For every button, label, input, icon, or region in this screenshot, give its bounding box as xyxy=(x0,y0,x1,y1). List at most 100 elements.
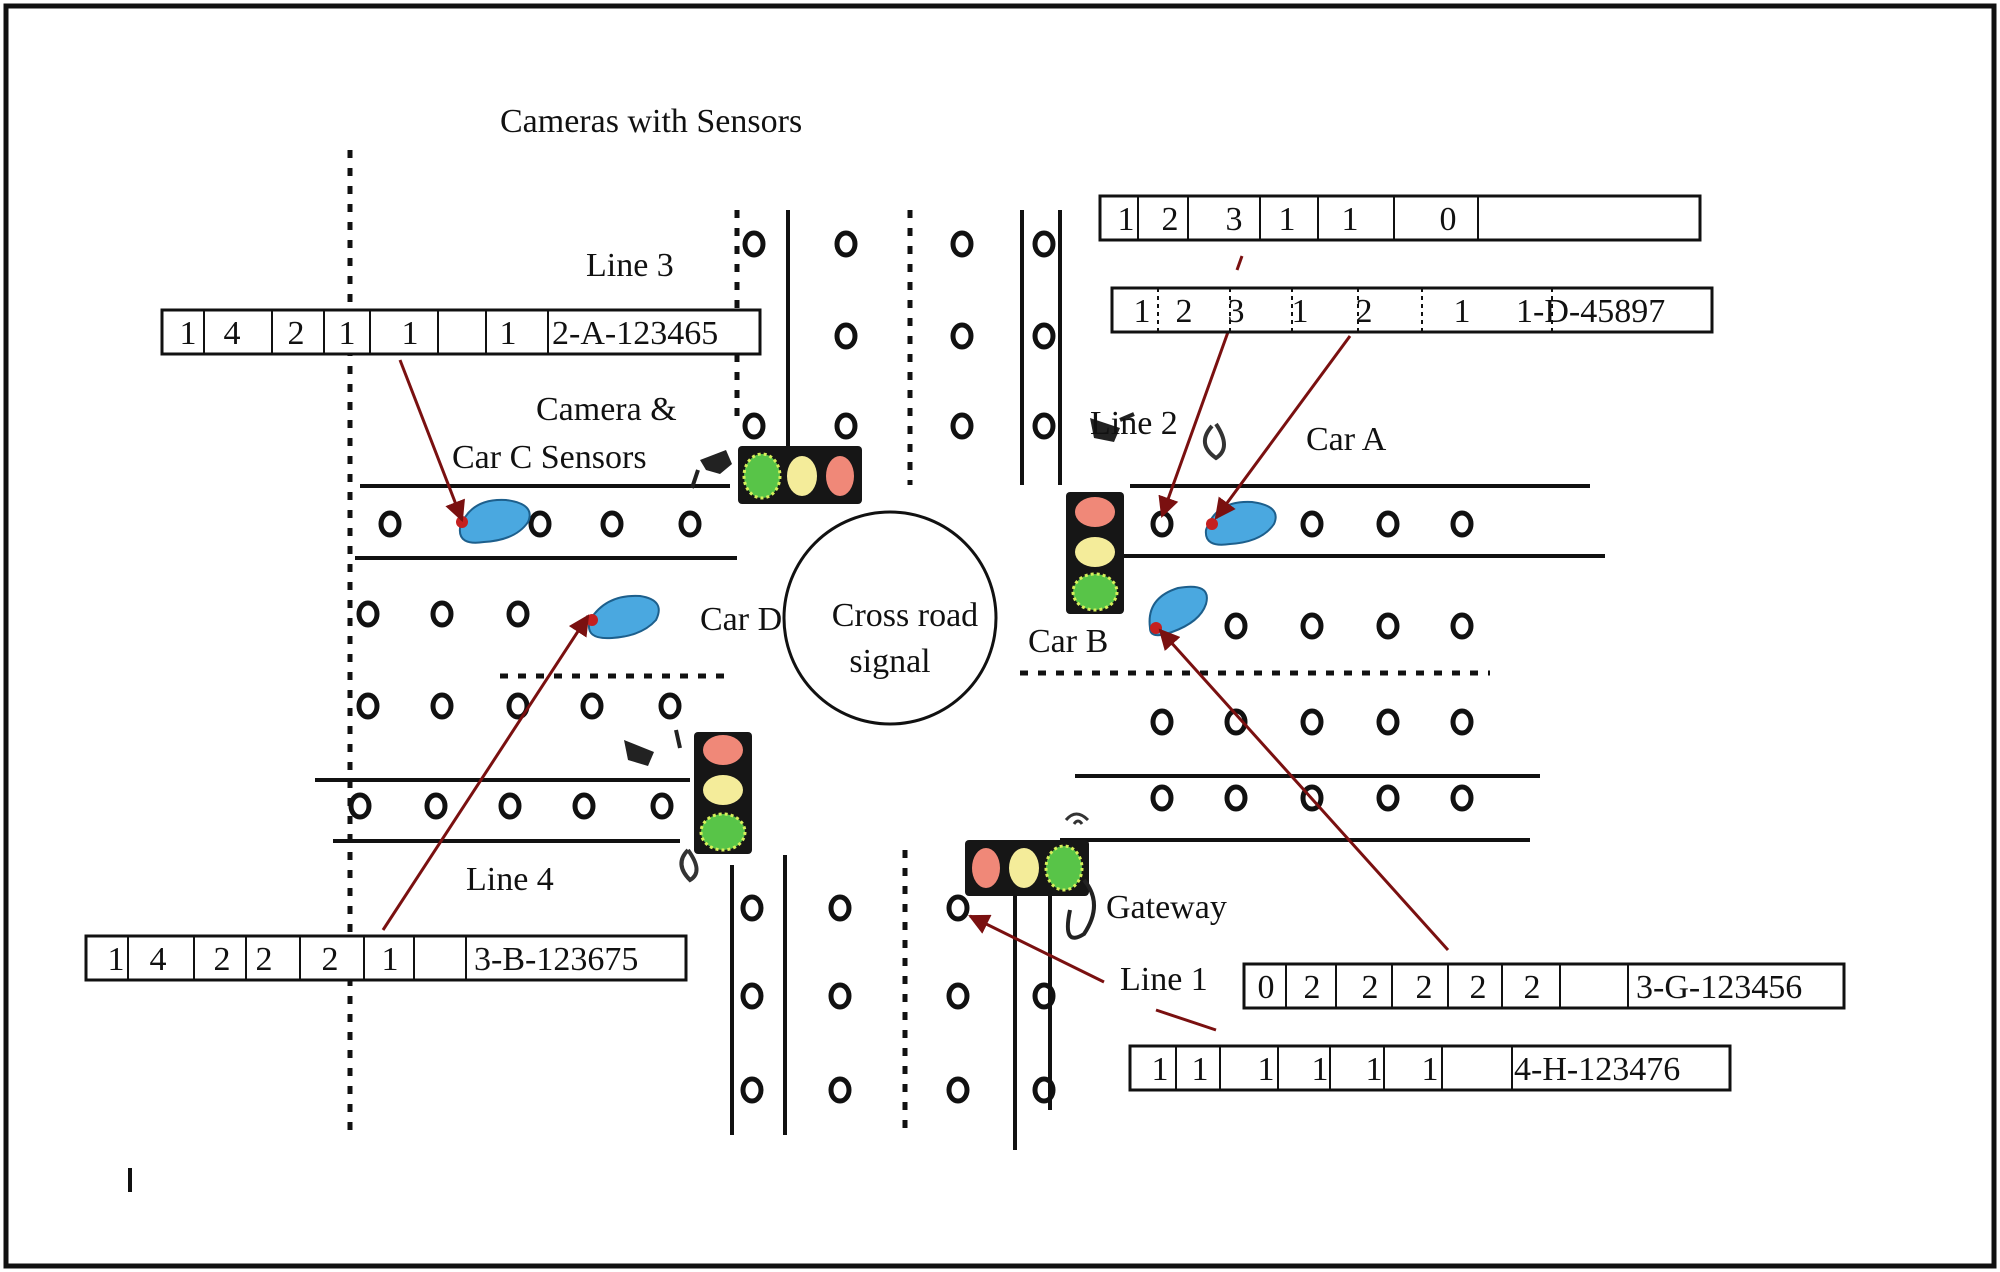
road-marker xyxy=(430,600,454,628)
road-marker xyxy=(946,894,970,922)
record-cell: 1 xyxy=(1192,1051,1209,1088)
record-cell: 1 xyxy=(1258,1051,1275,1088)
road-marker xyxy=(740,982,764,1010)
record-cell: 1 xyxy=(500,315,517,352)
road-marker xyxy=(742,412,766,440)
road-marker xyxy=(650,792,674,820)
record-box-line4: 1 4 2 2 2 1 3-B-123675 xyxy=(84,934,688,982)
record-cell: 1 xyxy=(108,941,125,978)
traffic-light-left xyxy=(694,732,752,854)
record-cell: 1 xyxy=(1366,1051,1383,1088)
record-plate: 3-G-123456 xyxy=(1636,969,1802,1006)
road-marker xyxy=(1224,708,1248,736)
record-cell: 2 xyxy=(1362,969,1379,1006)
road-marker xyxy=(1032,322,1056,350)
car-b-label: Car B xyxy=(1028,623,1108,660)
record-cell: 1 xyxy=(1422,1051,1439,1088)
road-marker xyxy=(740,1076,764,1104)
record-cell: 1 xyxy=(1118,201,1135,238)
record-cell: 0 xyxy=(1440,201,1457,238)
record-box-line3: 1 4 2 1 1 1 2-A-123465 xyxy=(160,308,762,356)
record-cell: 2 xyxy=(288,315,305,352)
record-cell: 2 xyxy=(214,941,231,978)
record-plate: 2-A-123465 xyxy=(552,315,718,352)
signal-label-line1: Cross road xyxy=(832,597,978,634)
road-marker xyxy=(506,600,530,628)
road-marker xyxy=(1376,510,1400,538)
road-marker xyxy=(828,1076,852,1104)
record-cell: 4 xyxy=(150,941,167,978)
road-marker xyxy=(950,322,974,350)
record-plate: 1-D-45897 xyxy=(1516,293,1665,330)
record-cell: 2 xyxy=(1524,969,1541,1006)
road-marker xyxy=(834,230,858,258)
road-marker xyxy=(356,692,380,720)
road-marker xyxy=(1300,510,1324,538)
road-marker xyxy=(1450,708,1474,736)
camera-sensors-label-line2: Car C Sensors xyxy=(452,439,647,476)
record-box-top-right: 1 2 3 1 1 0 xyxy=(1098,194,1702,242)
record-cell: 2 xyxy=(1470,969,1487,1006)
car-c-icon xyxy=(456,498,531,544)
road-marker xyxy=(378,510,402,538)
record-cell: 1 xyxy=(1292,293,1309,330)
gateway-label: Gateway xyxy=(1106,889,1227,926)
road-marker xyxy=(600,510,624,538)
road-marker xyxy=(1224,784,1248,812)
record-cell: 2 xyxy=(256,941,273,978)
record-cell: 2 xyxy=(1162,201,1179,238)
record-cell: 1 xyxy=(1152,1051,1169,1088)
car-d-label: Car D xyxy=(700,601,782,638)
road-marker xyxy=(1032,1076,1056,1104)
road-marker xyxy=(1450,510,1474,538)
road-marker xyxy=(1376,612,1400,640)
road-marker xyxy=(424,792,448,820)
road-marker xyxy=(1032,412,1056,440)
record-cell: 1 xyxy=(339,315,356,352)
road-marker xyxy=(1450,612,1474,640)
road-marker xyxy=(740,894,764,922)
record-cell: 4 xyxy=(224,315,241,352)
road-marker xyxy=(498,792,522,820)
record-cell: 1 xyxy=(1454,293,1471,330)
road-marker xyxy=(1300,708,1324,736)
road-marker xyxy=(580,692,604,720)
road-marker xyxy=(950,230,974,258)
road-marker xyxy=(946,982,970,1010)
antenna-icon xyxy=(1064,812,1096,940)
road-marker xyxy=(946,1076,970,1104)
diagram-title: Cameras with Sensors xyxy=(500,103,802,140)
traffic-light-top xyxy=(738,446,862,504)
record-box-line1: 1 1 1 1 1 1 4-H-123476 xyxy=(1128,1044,1732,1092)
record-cell: 1 xyxy=(1134,293,1151,330)
road-marker xyxy=(1376,708,1400,736)
road-marker xyxy=(356,600,380,628)
road-marker xyxy=(1450,784,1474,812)
record-cell: 3 xyxy=(1228,293,1245,330)
cross-road-signal: Cross road signal xyxy=(782,510,998,726)
road-marker xyxy=(658,692,682,720)
line3-label: Line 3 xyxy=(586,247,674,284)
road-marker xyxy=(528,510,552,538)
record-cell: 2 xyxy=(1304,969,1321,1006)
record-cell: 1 xyxy=(402,315,419,352)
road-marker xyxy=(1032,230,1056,258)
record-plate: 3-B-123675 xyxy=(474,941,638,978)
road-markers xyxy=(348,230,1474,1104)
traffic-light-bottom xyxy=(965,840,1089,896)
road-marker xyxy=(742,230,766,258)
camera-icon xyxy=(624,729,682,766)
road-marker xyxy=(678,510,702,538)
road-marker xyxy=(1300,612,1324,640)
traffic-light-right xyxy=(1066,492,1124,614)
record-cell: 1 xyxy=(1279,201,1296,238)
road-marker xyxy=(348,792,372,820)
road-marker xyxy=(430,692,454,720)
camera-sensors-label-line1: Camera & xyxy=(536,391,677,428)
road-marker xyxy=(1224,612,1248,640)
car-a-label: Car A xyxy=(1306,421,1387,458)
pointer-arrows xyxy=(381,255,1450,1032)
record-cell: 2 xyxy=(1176,293,1193,330)
road-marker xyxy=(950,412,974,440)
